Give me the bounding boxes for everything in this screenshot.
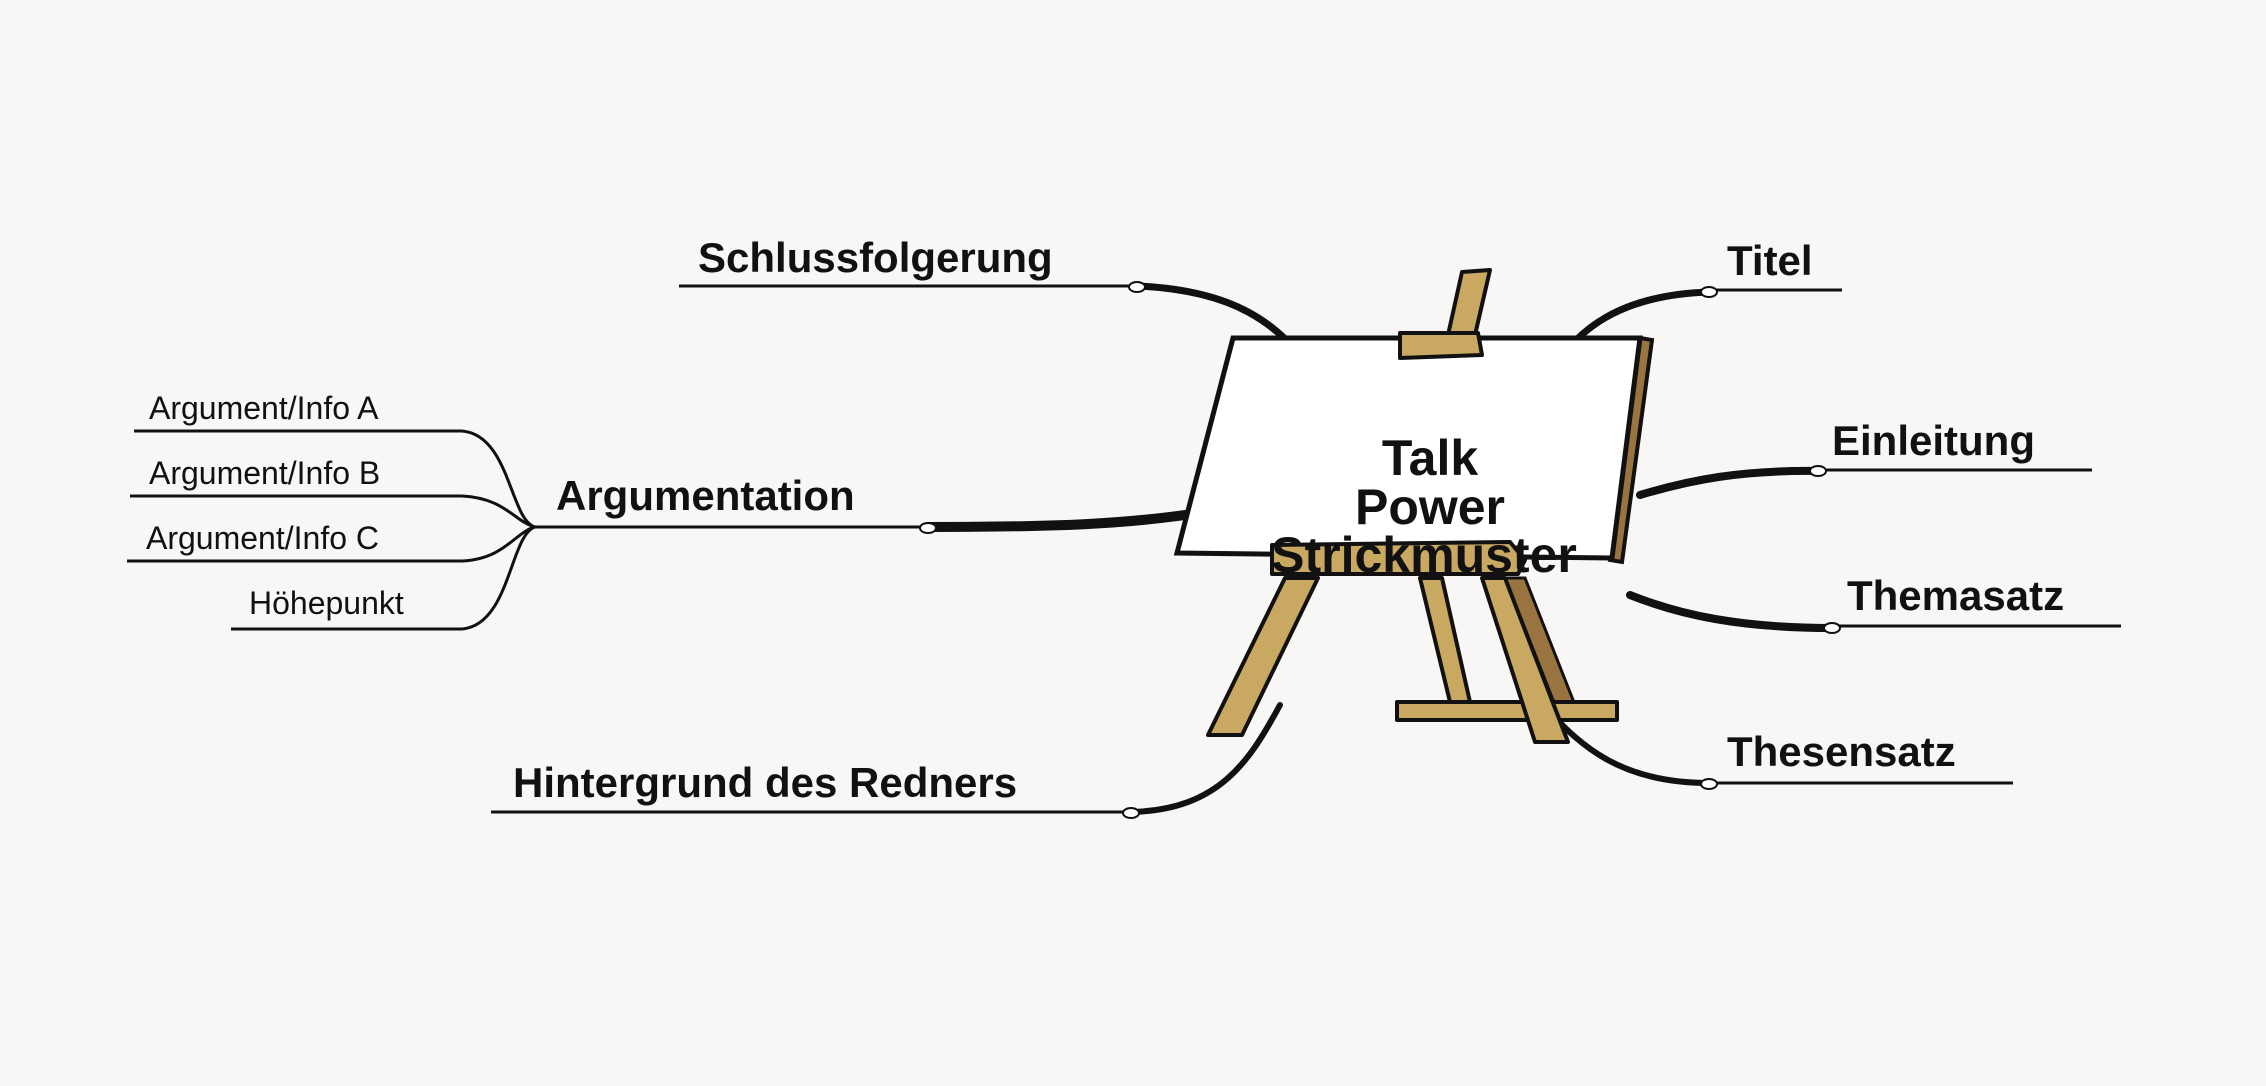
branch-knob[interactable]	[1823, 622, 1841, 634]
board	[1173, 335, 1643, 561]
sub-branch-arg-b[interactable]: Argument/Info B	[130, 455, 462, 498]
branch-knob[interactable]	[1128, 281, 1146, 293]
branch-knob[interactable]	[919, 522, 937, 534]
label-schlussfolgerung[interactable]: Schlussfolgerung	[698, 234, 1053, 281]
easel-mast	[1446, 268, 1492, 337]
label-einleitung[interactable]: Einleitung	[1832, 417, 2035, 464]
branch-schlussfolgerung[interactable]: Schlussfolgerung	[679, 234, 1146, 293]
label-hintergrund[interactable]: Hintergrund des Redners	[513, 759, 1017, 806]
label-themasatz[interactable]: Themasatz	[1847, 572, 2064, 619]
easel-crossbar	[1395, 700, 1619, 722]
sub-branch-arg-c[interactable]: Argument/Info C	[127, 520, 462, 563]
label-arg-c[interactable]: Argument/Info C	[146, 520, 379, 556]
connector-arg-c	[460, 525, 537, 563]
branch-titel[interactable]: Titel	[1700, 237, 1842, 298]
branch-knob[interactable]	[1700, 778, 1718, 790]
branch-knob[interactable]	[1122, 807, 1140, 819]
sub-branch-arg-a[interactable]: Argument/Info A	[134, 390, 462, 433]
branch-argumentation[interactable]: Argumentation	[535, 472, 937, 534]
label-hoehepunkt[interactable]: Höhepunkt	[249, 585, 404, 621]
connector-arg-a	[460, 429, 537, 529]
center-title: Talk Power Strickmuster	[1271, 430, 1577, 583]
label-thesensatz[interactable]: Thesensatz	[1727, 728, 1956, 775]
branch-thesensatz[interactable]: Thesensatz	[1700, 728, 2013, 790]
branch-hintergrund[interactable]: Hintergrund des Redners	[491, 759, 1140, 819]
center-line-3: Strickmuster	[1271, 527, 1577, 583]
label-titel[interactable]: Titel	[1727, 237, 1813, 284]
easel-clamp	[1398, 331, 1484, 360]
branch-einleitung[interactable]: Einleitung	[1809, 417, 2092, 477]
connector-arg-b	[460, 494, 537, 529]
label-argumentation[interactable]: Argumentation	[556, 472, 855, 519]
easel-middle-leg	[1418, 576, 1472, 704]
center-line-1: Talk	[1382, 430, 1479, 486]
easel-tray	[1270, 540, 1527, 576]
connector-argumentation	[923, 505, 1223, 532]
argumentation-children: Argument/Info A Argument/Info B Argument…	[127, 390, 462, 631]
branch-knob[interactable]	[1809, 465, 1827, 477]
label-arg-b[interactable]: Argument/Info B	[149, 455, 380, 491]
easel-illustration	[1173, 268, 1655, 744]
label-arg-a[interactable]: Argument/Info A	[149, 390, 379, 426]
connector-hintergrund	[1128, 702, 1283, 815]
easel-left-leg	[1206, 576, 1320, 737]
easel-right-leg	[1480, 576, 1570, 744]
connector-einleitung	[1636, 466, 1822, 499]
connector-hoehepunkt	[460, 525, 537, 631]
sub-branch-hoehepunkt[interactable]: Höhepunkt	[231, 585, 462, 631]
center-line-2: Power	[1355, 479, 1505, 535]
branch-themasatz[interactable]: Themasatz	[1823, 572, 2121, 634]
branch-knob[interactable]	[1700, 286, 1718, 298]
connector-themasatz	[1626, 591, 1836, 632]
